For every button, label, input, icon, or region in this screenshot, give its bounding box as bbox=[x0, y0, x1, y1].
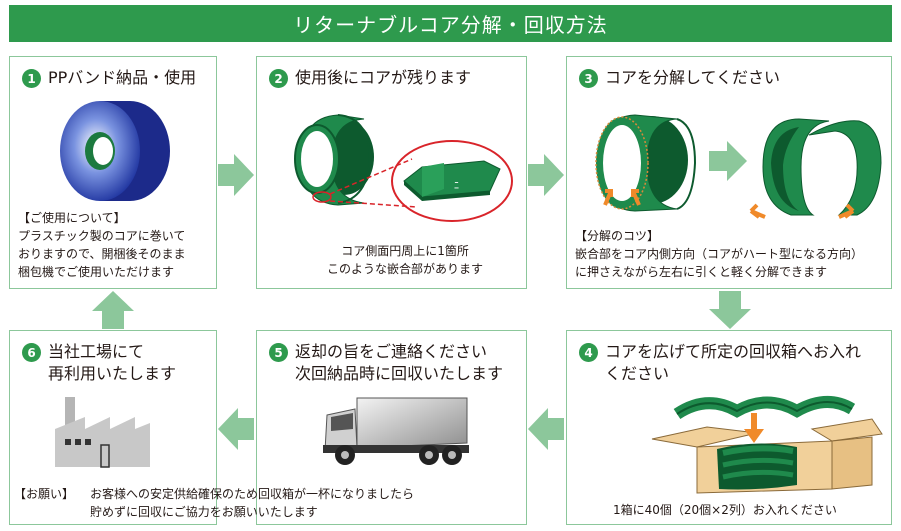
step-2-heading: 2 使用後にコアが残ります bbox=[269, 67, 471, 89]
flow-arrow-4-to-5 bbox=[528, 408, 564, 450]
step-4-panel: 4 コアを広げて所定の回収箱へお入れ ください 1箱に40個（20個×2列）お入… bbox=[566, 330, 892, 525]
step-1-panel: 1 PPバンド納品・使用 【ご使用について】 プラスチック製のコアに巻いて おり… bbox=[9, 56, 217, 289]
delivery-truck-illustration bbox=[323, 397, 469, 465]
flow-arrow-5-to-6 bbox=[218, 408, 254, 450]
page-title: リターナブルコア分解・回収方法 bbox=[9, 5, 892, 42]
step-3-title: コアを分解してください bbox=[605, 68, 781, 87]
step-2-number: 2 bbox=[269, 69, 288, 88]
step-4-title: コアを広げて所定の回収箱へお入れ ください bbox=[605, 342, 862, 383]
step-2-note: コア側面円周上に1箇所 このような嵌合部があります bbox=[327, 244, 484, 276]
step-6-number: 6 bbox=[22, 343, 41, 362]
step-2-title: 使用後にコアが残ります bbox=[295, 68, 472, 87]
step-2-panel: 2 使用後にコアが残ります ﾆ コア側面円周上に1箇所 このような嵌合部がありま… bbox=[256, 56, 527, 289]
step-1-heading: 1 PPバンド納品・使用 bbox=[22, 67, 196, 89]
request-label: 【お願い】 bbox=[14, 487, 75, 501]
factory-icon bbox=[55, 397, 150, 468]
step-1-note: プラスチック製のコアに巻いて おりますので、開梱後そのまま 梱包機でご使用いただ… bbox=[18, 229, 186, 279]
step-3-note-heading: 【分解のコツ】 bbox=[575, 229, 660, 243]
flow-arrow-1-to-2 bbox=[218, 154, 254, 196]
step-4-number: 4 bbox=[579, 343, 598, 362]
step-6-panel: 6 当社工場にて 再利用いたします bbox=[9, 330, 217, 525]
step-4-note: 1箱に40個（20個×2列）お入れください bbox=[613, 503, 837, 517]
request-text: お客様への安定供給確保のため回収箱が一杯になりましたら 貯めずに回収にご協力をお… bbox=[90, 487, 415, 519]
step-3-number: 3 bbox=[579, 69, 598, 88]
step-1-number: 1 bbox=[22, 69, 41, 88]
flow-arrow-3-to-4 bbox=[709, 291, 751, 329]
flow-arrow-6-to-1 bbox=[92, 291, 134, 329]
step-5-panel: 5 返却の旨をご連絡ください 次回納品時に回収いたします bbox=[256, 330, 527, 525]
step-4-heading: 4 コアを広げて所定の回収箱へお入れ ください bbox=[579, 341, 861, 385]
collection-box-illustration bbox=[651, 396, 883, 494]
pp-band-roll-illustration bbox=[60, 101, 170, 201]
svg-text:ﾆ: ﾆ bbox=[454, 181, 459, 192]
flow-arrow-2-to-3 bbox=[528, 154, 564, 196]
used-core-illustration: ﾆ bbox=[294, 114, 513, 222]
step-1-title: PPバンド納品・使用 bbox=[48, 68, 197, 87]
step-6-heading: 6 当社工場にて 再利用いたします bbox=[22, 341, 176, 385]
step-3-note: 嵌合部をコア内側方向（コアがハート型になる方向） に押さえながら左右に引くと軽く… bbox=[575, 247, 864, 279]
step-6-title: 当社工場にて 再利用いたします bbox=[48, 342, 177, 383]
step-5-title: 返却の旨をご連絡ください 次回納品時に回収いたします bbox=[295, 342, 504, 383]
step-3-panel: 3 コアを分解してください 【分解のコツ】 嵌合部をコア内側方向（コアがハート型… bbox=[566, 56, 892, 289]
step-5-number: 5 bbox=[269, 343, 288, 362]
step-5-heading: 5 返却の旨をご連絡ください 次回納品時に回収いたします bbox=[269, 341, 503, 385]
step-1-note-heading: 【ご使用について】 bbox=[18, 211, 126, 225]
disassemble-core-illustration bbox=[595, 114, 882, 219]
step-3-heading: 3 コアを分解してください bbox=[579, 67, 780, 89]
